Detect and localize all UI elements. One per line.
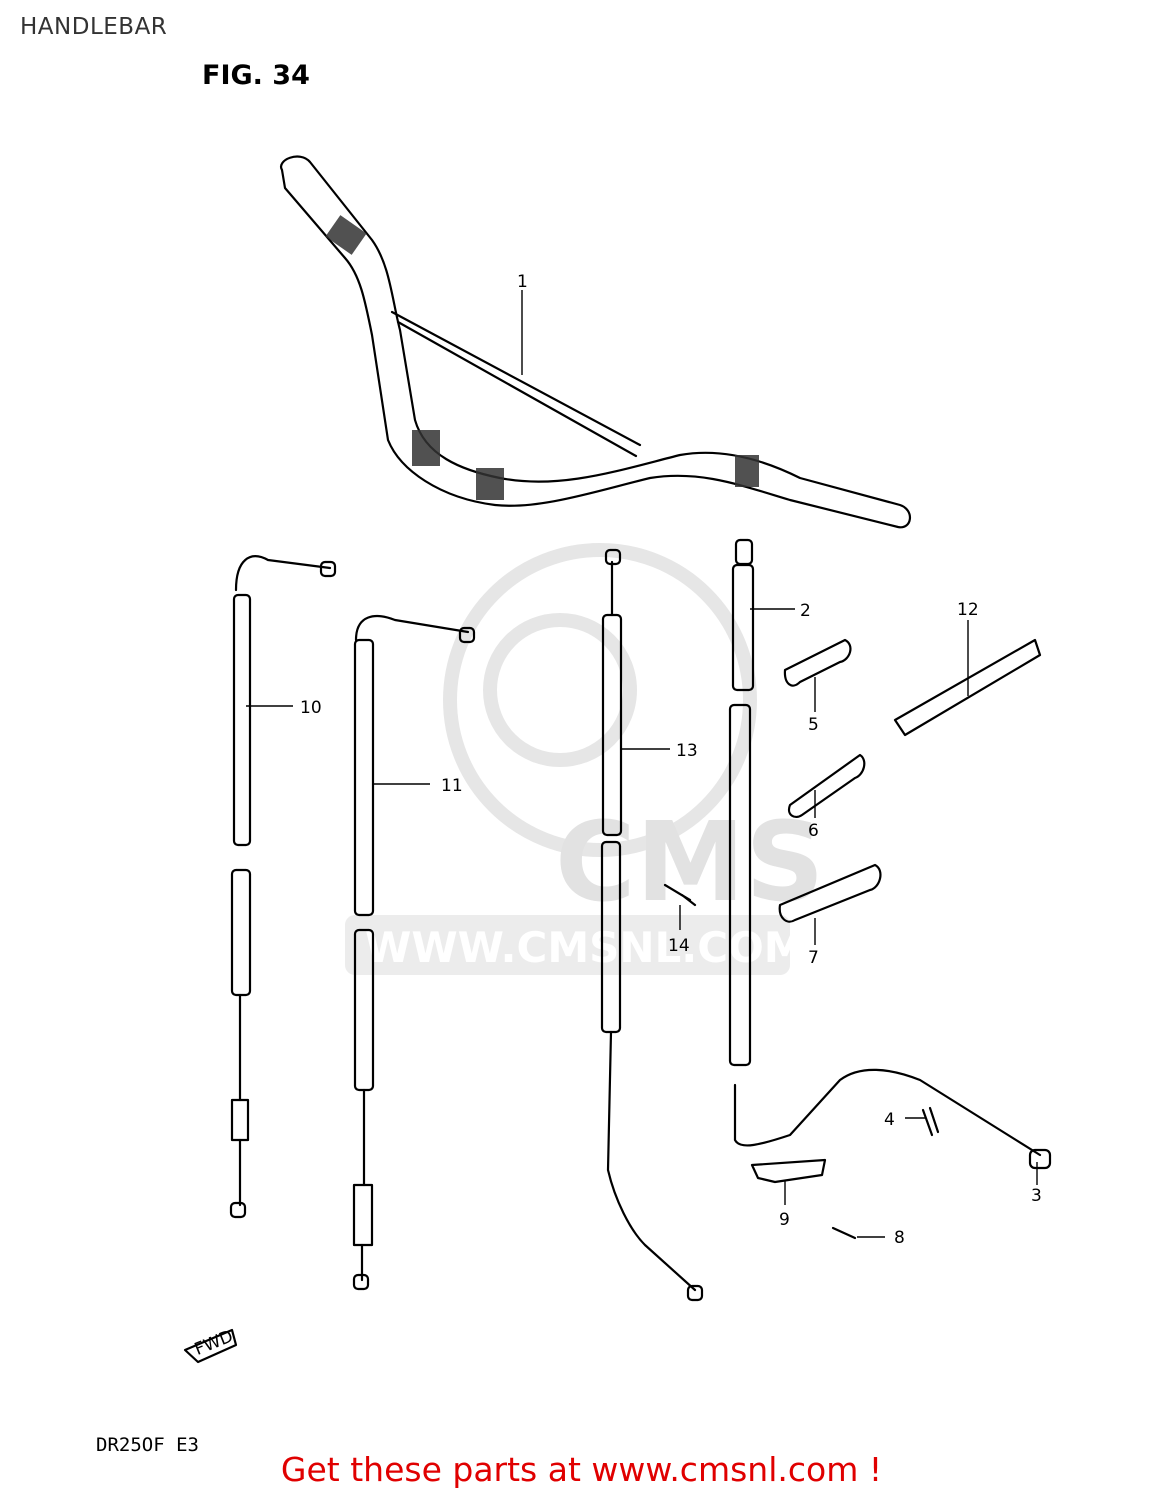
clamp-5	[783, 638, 852, 687]
bolt-8	[831, 1226, 857, 1240]
callouts: 1 2 3 4 5 6 7 8 9 10 11 12 13 14	[300, 272, 1042, 1248]
callout-11: 11	[441, 776, 463, 796]
callout-4: 4	[884, 1110, 895, 1130]
figure-number: FIG. 34	[202, 60, 310, 91]
watermark-logo: CMS	[555, 798, 824, 926]
cms-watermark: CMS WWW.CMSNL.COM	[345, 543, 824, 975]
callout-8: 8	[894, 1228, 905, 1248]
callout-5: 5	[808, 715, 819, 735]
callout-3: 3	[1031, 1186, 1042, 1206]
cable-10	[229, 555, 337, 1219]
promo-link[interactable]: Get these parts at www.cmsnl.com !	[280, 1450, 883, 1489]
callout-13: 13	[676, 741, 698, 761]
cotter-pin-4	[921, 1106, 940, 1137]
watermark-url: WWW.CMSNL.COM	[365, 923, 806, 972]
clamp-6	[787, 753, 866, 819]
callout-2: 2	[800, 601, 811, 621]
callout-14: 14	[668, 936, 690, 956]
screw-14	[663, 883, 697, 907]
cable-11	[352, 614, 476, 1291]
callout-1: 1	[517, 272, 528, 292]
page-title: HANDLEBAR	[20, 14, 168, 40]
callout-12: 12	[957, 600, 979, 620]
callout-10: 10	[300, 698, 322, 718]
callout-9: 9	[779, 1210, 790, 1230]
leader-lines	[246, 290, 1038, 1238]
handlebar-part	[280, 155, 911, 529]
callout-7: 7	[808, 948, 819, 968]
bracket-9	[750, 1158, 827, 1184]
clamp-7	[778, 863, 882, 923]
cable-13	[600, 548, 704, 1302]
cable-2	[728, 538, 1052, 1170]
model-code: DR25OF E3	[96, 1434, 199, 1456]
strap-12	[893, 638, 1042, 737]
callout-6: 6	[808, 821, 819, 841]
fwd-arrow	[183, 1328, 238, 1364]
